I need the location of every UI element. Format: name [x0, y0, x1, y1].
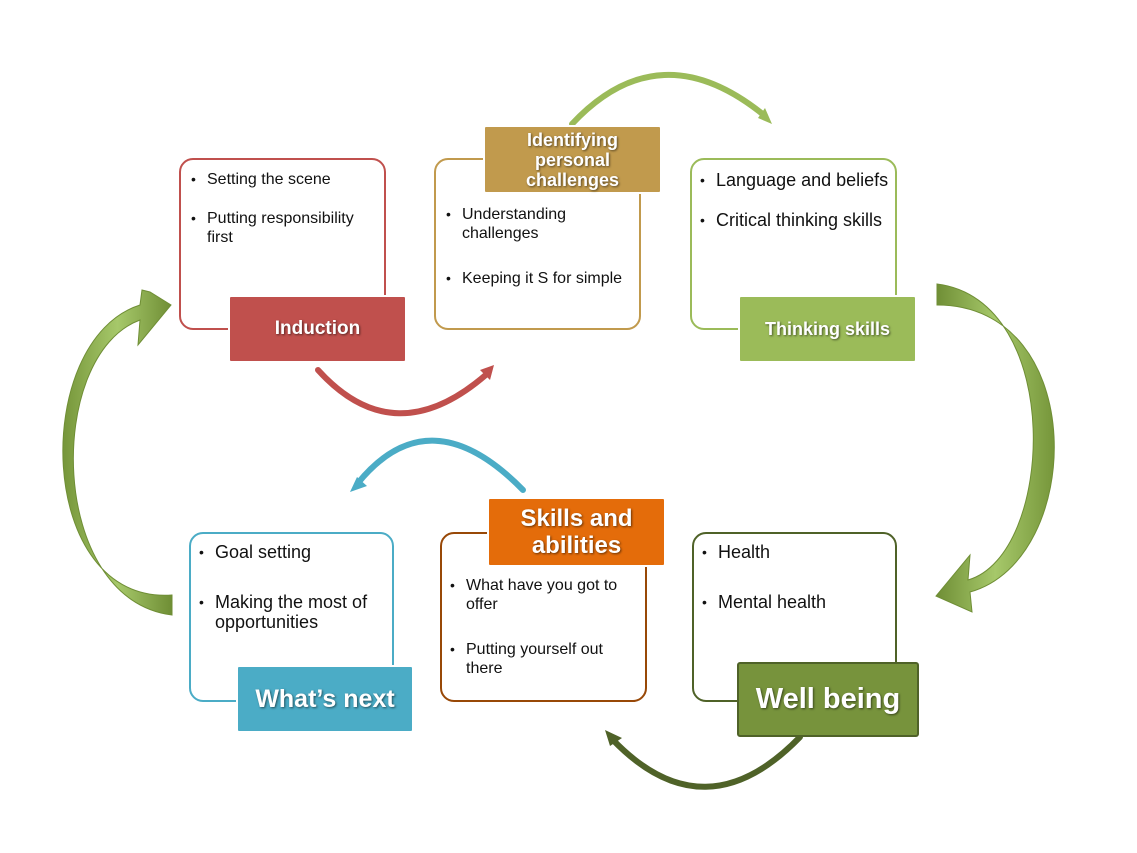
bullet-item: Putting responsibility first [187, 209, 376, 247]
stage-label-whatsnext: What’s next [236, 665, 414, 733]
stage-label-skills: Skills and abilities [487, 497, 666, 567]
big-arrow-left [62, 289, 173, 616]
bullet-item: Keeping it S for simple [442, 269, 633, 288]
stage-label-identifying: Identifying personal challenges [483, 125, 662, 194]
bullet-item: Health [698, 542, 889, 562]
bullet-item: Goal setting [195, 542, 386, 562]
bullet-item: Language and beliefs [696, 170, 889, 190]
bullet-item: Putting yourself out there [446, 640, 639, 678]
stage-label-induction: Induction [228, 295, 407, 363]
bullet-item: Setting the scene [187, 170, 376, 189]
bullet-item: Understanding challenges [442, 205, 633, 243]
stage-label-wellbeing: Well being [737, 662, 919, 737]
arrow-induction-to-identifying [315, 365, 494, 417]
arrow-skills-to-whatsnext [350, 437, 526, 493]
bullet-item: Making the most of opportunities [195, 592, 386, 632]
stage-label-thinking: Thinking skills [738, 295, 917, 363]
arrow-wellbeing-to-skills [605, 730, 803, 790]
bullet-item: Mental health [698, 592, 889, 612]
bullet-item: What have you got to offer [446, 576, 639, 614]
arrow-identifying-to-thinking [569, 72, 772, 127]
bullet-item: Critical thinking skills [696, 210, 889, 230]
big-arrow-right [935, 283, 1055, 613]
